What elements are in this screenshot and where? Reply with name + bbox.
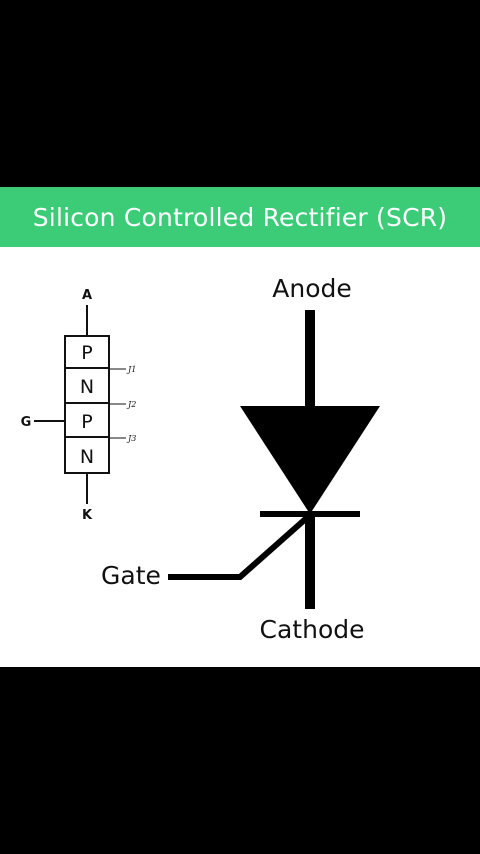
cathode-label: Cathode (260, 615, 365, 644)
layer-label-2: N (80, 376, 94, 398)
scr-symbol: Anode Gate Cathode (101, 274, 380, 644)
junction-label-1: J1 (126, 365, 136, 374)
layer-label-1: P (81, 342, 92, 364)
banner-title: Silicon Controlled Rectifier (SCR) (32, 202, 448, 232)
diagram-panel: A P N P N K G J1 J2 (0, 247, 480, 667)
junction-label-3: J3 (126, 434, 136, 443)
pnpn-layer-diagram: A P N P N K G J1 J2 (21, 288, 137, 523)
layer-label-3: P (81, 411, 92, 433)
gate-label: Gate (101, 561, 161, 590)
layer-gate-label: G (21, 415, 32, 430)
anode-label: Anode (272, 274, 352, 303)
gate-lead (168, 512, 312, 580)
layer-cathode-label: K (82, 508, 93, 523)
layer-label-4: N (80, 446, 94, 468)
scr-diagram: A P N P N K G J1 J2 (21, 274, 380, 644)
layer-box-2 (64, 367, 110, 404)
diode-triangle (240, 406, 380, 514)
layer-anode-label: A (82, 288, 92, 303)
title-banner: Silicon Controlled Rectifier (SCR) (0, 187, 480, 247)
junction-label-2: J2 (126, 400, 136, 409)
